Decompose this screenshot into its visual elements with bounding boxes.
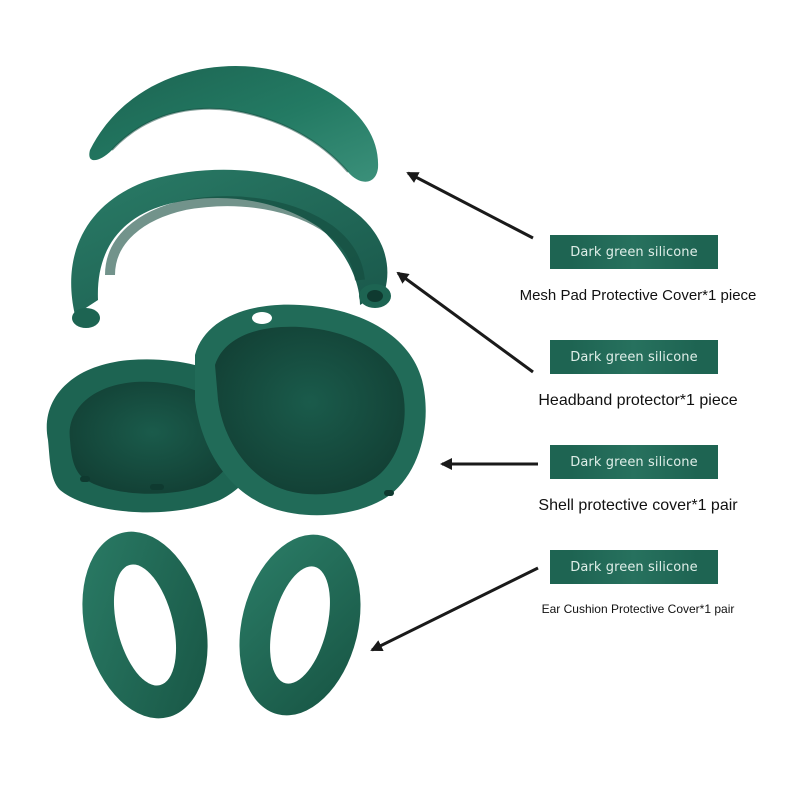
ear-cushion-left [82,531,208,719]
part-caption-headband: Headband protector*1 piece [538,392,738,409]
material-badge: Dark green silicone [550,445,718,479]
badge-label: Dark green silicone [570,244,698,260]
badge-background [550,550,718,584]
badge-label: Dark green silicone [570,349,698,365]
shell-cover-right [195,304,426,516]
badge-background [550,340,718,374]
arrow-mesh-pad [406,171,534,240]
part-caption-mesh-pad: Mesh Pad Protective Cover*1 piece [519,287,757,304]
arrow-headband [396,271,534,374]
part-caption-ear-cushion: Ear Cushion Protective Cover*1 pair [541,602,735,616]
badge-background [550,445,718,479]
badge-label: Dark green silicone [570,559,698,575]
badge-background [550,235,718,269]
material-badge: Dark green silicone [550,550,718,584]
ear-cushion-right [239,534,361,716]
mesh-pad-cover [89,66,379,182]
headband-protector [71,169,391,328]
part-caption-shell: Shell protective cover*1 pair [538,497,738,514]
material-badge: Dark green silicone [550,340,718,374]
badge-label: Dark green silicone [570,454,698,470]
arrow-ear-cushion [370,566,539,652]
material-badge: Dark green silicone [550,235,718,269]
